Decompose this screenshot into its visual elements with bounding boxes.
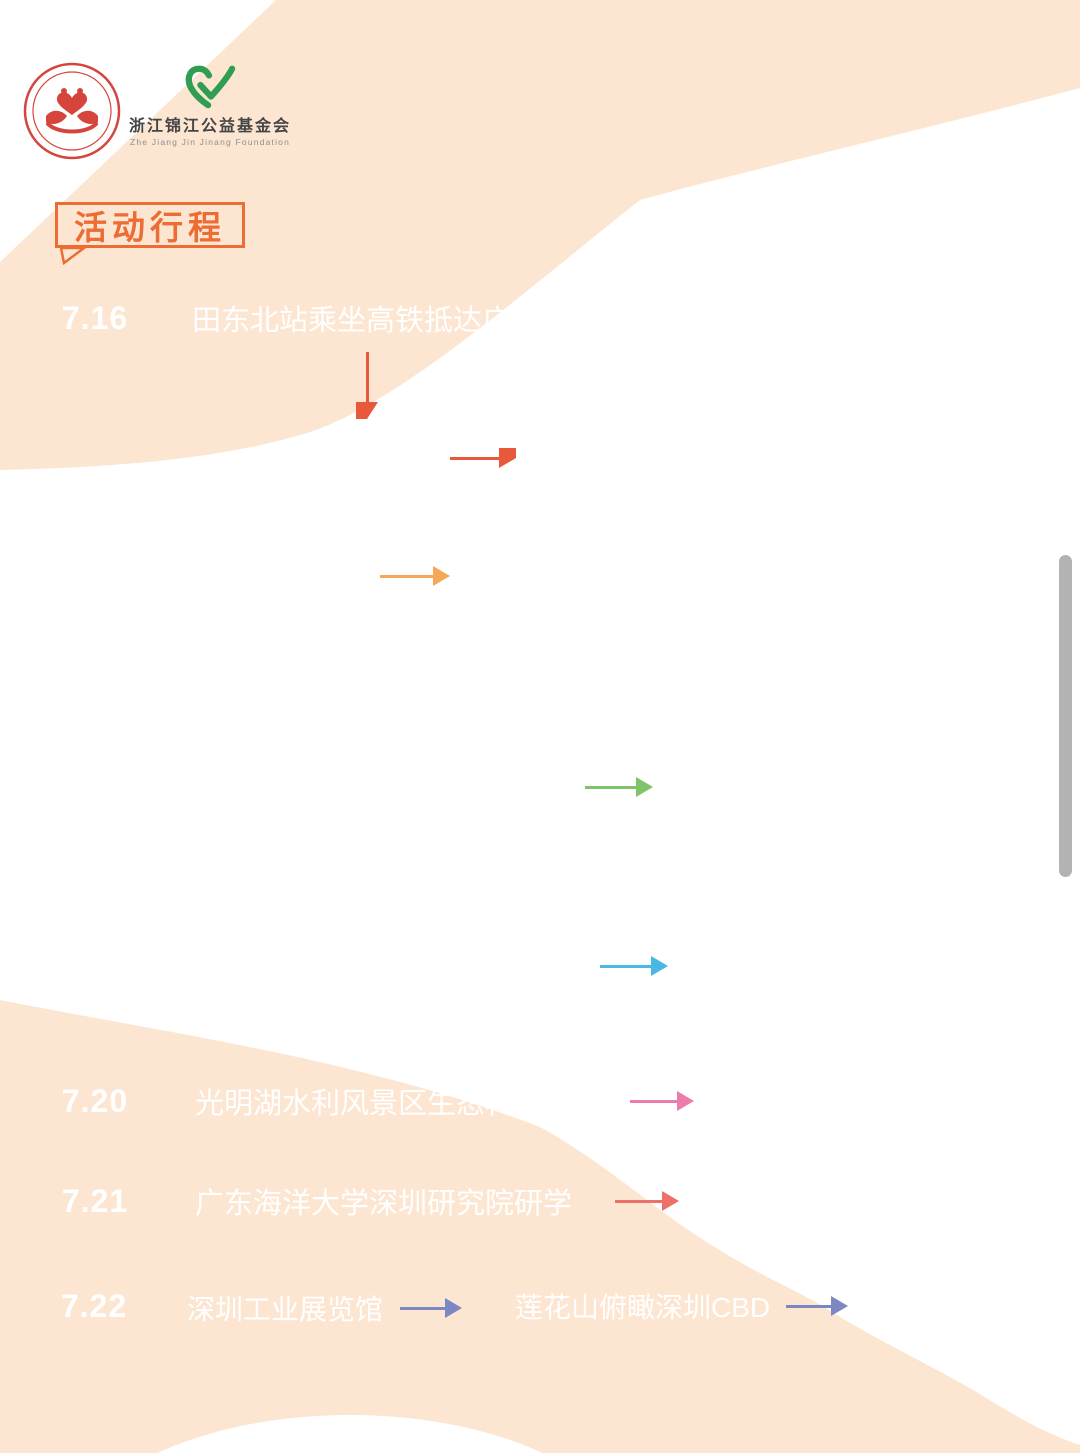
step-science-center: 广东科学中心 [682, 775, 857, 807]
peach-bottom-band [0, 1000, 1080, 1453]
title-bubble-tail-icon [60, 247, 86, 265]
foundation-name-cn: 浙江锦江公益基金会 [128, 118, 291, 135]
foundation-name-en: Zhe Jiang Jin Jinang Foundation [129, 137, 291, 147]
step-scau-detail: 华南农业大学校史馆、华南农业博物馆、 华南农机博物馆、种质资源库 广东省畜禽育种… [458, 549, 1032, 673]
arrow-shaft [630, 1099, 677, 1103]
arrow-head [677, 1091, 694, 1111]
arrow-shaft [600, 964, 651, 968]
group-line: APPLE Camp（3、4、5组） [197, 926, 570, 958]
arrow-shaft [400, 1306, 445, 1310]
arrow-shaft [365, 352, 369, 402]
date-badge-716: 7.16 [61, 299, 129, 336]
detail-line: 华南农业大学校史馆、华南农业博物馆、 [492, 557, 997, 588]
step-byd-hq: 比亚迪总部研学 [710, 1188, 914, 1220]
arrow-right-icon [630, 1091, 694, 1111]
arrow-shaft [585, 785, 636, 789]
step-cbd-park-visit: 参观珠江新城CBD、海心沙亚运公园 [545, 445, 1013, 477]
step-apple-camp-museum-2: APPLE Camp（3、4、5组） 广东省博物馆（1、2组） [175, 911, 590, 1019]
step-scau: 华南农业大学 [195, 563, 370, 595]
peach-top-band [0, 0, 1080, 470]
detail-line: 华南农机博物馆、种质资源库 [562, 595, 927, 626]
page-title-text: 活动行程 [74, 209, 226, 246]
date-badge-717: 7.17 [61, 559, 129, 596]
date-badge-721: 7.21 [61, 1182, 129, 1219]
step-train-arrival: 田东北站乘坐高铁抵达广州南站 [192, 305, 599, 337]
step-hotel-checkin: 入住酒店 [320, 445, 437, 477]
arrow-head [651, 956, 668, 976]
arrow-shaft [450, 456, 499, 460]
foundation-logo: 浙江锦江公益基金会 Zhe Jiang Jin Jinang Foundatio… [120, 62, 300, 154]
step-guangming-lake: 光明湖水利风景区生态科学研学 [195, 1088, 602, 1120]
arrow-right-icon [786, 1296, 848, 1316]
date-badge-719: 7.19 [61, 923, 129, 960]
arrow-head [445, 1298, 462, 1318]
step-daya-bay: 大亚湾-巽寮湾 [723, 1088, 907, 1120]
date-badge-722: 7.22 [60, 1287, 128, 1324]
date-badge-718: 7.18 [61, 746, 129, 783]
heart-check-icon [185, 65, 236, 109]
page-title: 活动行程 [55, 202, 245, 248]
detail-line: 广东省畜禽育种与营养研究重点实验室 [506, 633, 983, 664]
step-gdou-shenzhen: 广东海洋大学深圳研究院研学 [195, 1188, 573, 1220]
group-line: 广东省博物馆（1、2组） [197, 972, 520, 1004]
arrow-shaft [786, 1304, 831, 1308]
group-line: 广东省博物馆（3、4、5组） [197, 791, 565, 823]
arrow-down-icon [356, 352, 378, 419]
group-line: APPLE Camp（1、2、组） [197, 745, 554, 777]
date-badge-720: 7.20 [61, 1082, 129, 1119]
bottom-white-wave [157, 1415, 543, 1453]
arrow-right-icon [615, 1191, 679, 1211]
step-shenzhen-expo: 深圳工业展览馆 [187, 1294, 384, 1325]
arrow-head [499, 448, 516, 468]
step-return-guangzhou: 广州南站返程 [879, 1292, 1048, 1323]
step-lianhua-mountain: 莲花山俯瞰深圳CBD [515, 1292, 771, 1323]
step-apple-camp-museum: APPLE Camp（1、2、组） 广东省博物馆（3、4、5组） [175, 736, 575, 832]
arrow-head [356, 402, 378, 419]
scrollbar[interactable] [1059, 555, 1072, 877]
arrow-right-icon [600, 956, 668, 976]
arrow-right-icon [585, 777, 653, 797]
arrow-head [662, 1191, 679, 1211]
arrow-right-icon [380, 566, 450, 586]
arrow-right-icon [450, 448, 516, 468]
step-whampoa-academy: 黄埔军校旧址 [700, 955, 875, 987]
charity-seal-logo [23, 62, 121, 160]
arrow-shaft [615, 1199, 662, 1203]
arrow-right-icon [400, 1298, 462, 1318]
arrow-head [433, 566, 450, 586]
arrow-shaft [380, 574, 433, 578]
arrow-head [831, 1296, 848, 1316]
arrow-head [636, 777, 653, 797]
